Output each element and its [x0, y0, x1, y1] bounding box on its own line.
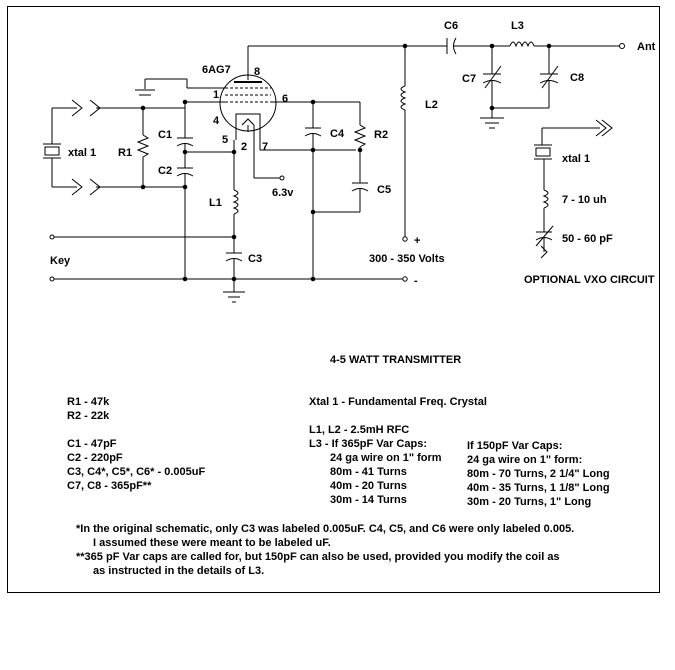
label-plus: + — [414, 235, 420, 247]
label-pin2: 2 — [241, 141, 247, 153]
c2-capacitor — [176, 152, 194, 279]
label-c4: C4 — [330, 128, 345, 140]
c1-capacitor — [176, 102, 194, 152]
label-c5: C5 — [377, 184, 391, 196]
label-c1: C1 — [158, 129, 172, 141]
label-pin7: 7 — [262, 141, 268, 153]
c4-capacitor — [304, 102, 322, 279]
ground-symbol — [135, 89, 155, 96]
vxo-circuit — [534, 119, 613, 259]
tube-6ag7 — [219, 74, 277, 132]
part-r1: R1 - 47k — [67, 396, 110, 408]
label-tube: 6AG7 — [202, 64, 231, 76]
vxo-label-xtal: xtal 1 — [562, 153, 590, 165]
part-c2: C2 - 220pF — [67, 452, 123, 464]
label-key: Key — [50, 255, 71, 267]
label-xtal1: xtal 1 — [68, 147, 96, 159]
alt-line: 24 ga wire on 1" form: — [467, 454, 583, 466]
label-ant: Ant — [637, 41, 656, 53]
label-pin1: 1 — [213, 89, 219, 101]
label-l2: L2 — [425, 99, 438, 111]
label-c7: C7 — [462, 73, 476, 85]
label-c3: C3 — [248, 253, 262, 265]
label-l3: L3 — [511, 20, 524, 32]
part-c3-c6: C3, C4*, C5*, C6* - 0.005uF — [67, 466, 206, 478]
label-l1: L1 — [209, 197, 222, 209]
label-c2: C2 — [158, 165, 172, 177]
c5-capacitor — [313, 182, 369, 213]
l3-inductor — [509, 41, 535, 48]
part-l3-head: L3 - If 365pF Var Caps: — [309, 438, 427, 450]
footnote-2-cont: as instructed in the details of L3. — [93, 565, 265, 577]
label-r2: R2 — [374, 129, 388, 141]
r2-resistor — [353, 102, 367, 183]
label-pin5: 5 — [222, 134, 228, 146]
label-pin4: 4 — [213, 115, 220, 127]
label-r1: R1 — [118, 147, 132, 159]
footnote-2: **365 pF Var caps are called for, but 15… — [76, 551, 560, 563]
vxo-label-inductor: 7 - 10 uh — [562, 194, 607, 206]
l2-inductor — [400, 85, 407, 111]
vxo-label-capacitor: 50 - 60 pF — [562, 233, 613, 245]
ground-symbol — [480, 117, 504, 129]
alt-line: 40m - 35 Turns, 1 1/8" Long — [467, 482, 610, 494]
c8-variable-capacitor — [492, 46, 559, 109]
label-minus: - — [414, 275, 418, 287]
l3-line: 30m - 14 Turns — [330, 494, 407, 506]
crystal-xtal1 — [43, 99, 83, 196]
alt-line: 30m - 20 Turns, 1" Long — [467, 496, 592, 508]
part-rfc: L1, L2 - 2.5mH RFC — [309, 424, 410, 436]
l3-line: 40m - 20 Turns — [330, 480, 407, 492]
label-heater-voltage: 6.3v — [272, 187, 294, 199]
c3-capacitor — [225, 252, 243, 292]
alt-head: If 150pF Var Caps: — [467, 440, 563, 452]
l3-line: 24 ga wire on 1" form — [330, 452, 442, 464]
part-c7-c8: C7, C8 - 365pF** — [67, 480, 152, 492]
c7-variable-capacitor — [482, 46, 502, 118]
label-c8: C8 — [570, 72, 584, 84]
page-title: 4-5 WATT TRANSMITTER — [330, 354, 462, 366]
l1-inductor — [232, 189, 239, 215]
footnote-1: *In the original schematic, only C3 was … — [76, 523, 575, 535]
alt-line: 80m - 70 Turns, 2 1/4" Long — [467, 468, 610, 480]
l3-line: 80m - 41 Turns — [330, 466, 407, 478]
label-c6: C6 — [444, 20, 458, 32]
ground-symbol — [223, 291, 245, 303]
label-supply-voltage: 300 - 350 Volts — [369, 253, 445, 265]
footnote-1-cont: I assumed these were meant to be labeled… — [93, 537, 331, 549]
label-pin8: 8 — [254, 66, 260, 78]
part-xtal: Xtal 1 - Fundamental Freq. Crystal — [309, 396, 487, 408]
vxo-title: OPTIONAL VXO CIRCUIT — [524, 274, 655, 286]
page-frame — [7, 6, 660, 593]
label-pin6: 6 — [282, 93, 288, 105]
part-c1: C1 - 47pF — [67, 438, 117, 450]
r1-resistor — [136, 108, 150, 187]
part-r2: R2 - 22k — [67, 410, 110, 422]
